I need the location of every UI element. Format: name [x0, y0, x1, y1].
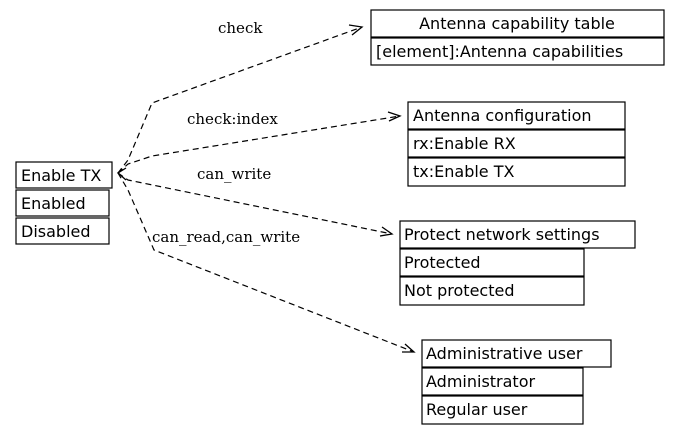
edge-check	[117, 26, 363, 174]
edge-can-read-can-write	[117, 172, 415, 353]
node-header	[407, 101, 626, 130]
node-title: Administrative user	[426, 344, 583, 363]
node-row-label: tx:Enable TX	[413, 162, 514, 181]
node-row-label: [element]:Antenna capabilities	[376, 42, 623, 61]
node-header	[370, 9, 665, 38]
edge-label-can-read-can-write: can_read,can_write	[152, 228, 300, 246]
node-title: Antenna configuration	[413, 106, 592, 125]
edge-check-index	[117, 115, 401, 174]
arrowhead-can-read-can-write	[402, 343, 416, 353]
edge-labels: check check:index can_write can_read,can…	[152, 19, 300, 246]
arrowhead-check	[348, 24, 364, 36]
edges	[116, 24, 416, 353]
arrowhead-check-index	[387, 111, 402, 122]
source-arrowhead	[116, 167, 127, 181]
node-row	[421, 395, 584, 425]
node-row	[370, 37, 665, 66]
node-enable-tx-title: Enable TX	[21, 166, 101, 185]
node-row	[399, 276, 585, 306]
node-enable-tx: Enable TX Enabled Disabled	[15, 161, 113, 245]
node-row-label: Protected	[404, 253, 481, 272]
node-row	[399, 248, 585, 277]
edge-label-check: check	[218, 19, 263, 37]
node-header	[399, 220, 636, 249]
node-row	[421, 367, 584, 396]
node-row-label: Not protected	[404, 281, 514, 300]
node-enable-tx-row	[15, 217, 110, 245]
node-enable-tx-row	[15, 189, 110, 217]
node-enable-tx-row-label: Disabled	[21, 222, 91, 241]
node-row	[407, 157, 626, 187]
node-antenna-capability-table: Antenna capability table [element]:Anten…	[370, 9, 665, 66]
node-row-label: Regular user	[426, 400, 528, 419]
node-enable-tx-row-label: Enabled	[21, 194, 86, 213]
node-protect-network-settings: Protect network settings Protected Not p…	[399, 220, 636, 306]
node-row	[407, 129, 626, 158]
node-antenna-configuration: Antenna configuration rx:Enable RX tx:En…	[407, 101, 626, 187]
edge-label-can-write: can_write	[197, 165, 271, 183]
node-row-label: Administrator	[426, 372, 535, 391]
node-title: Protect network settings	[404, 225, 600, 244]
node-enable-tx-header	[15, 161, 113, 189]
node-administrative-user: Administrative user Administrator Regula…	[421, 339, 612, 425]
arrowhead-can-write	[379, 226, 394, 237]
edge-label-check-index: check:index	[187, 110, 278, 128]
node-header	[421, 339, 612, 368]
node-row-label: rx:Enable RX	[413, 134, 516, 153]
node-title: Antenna capability table	[419, 14, 615, 33]
